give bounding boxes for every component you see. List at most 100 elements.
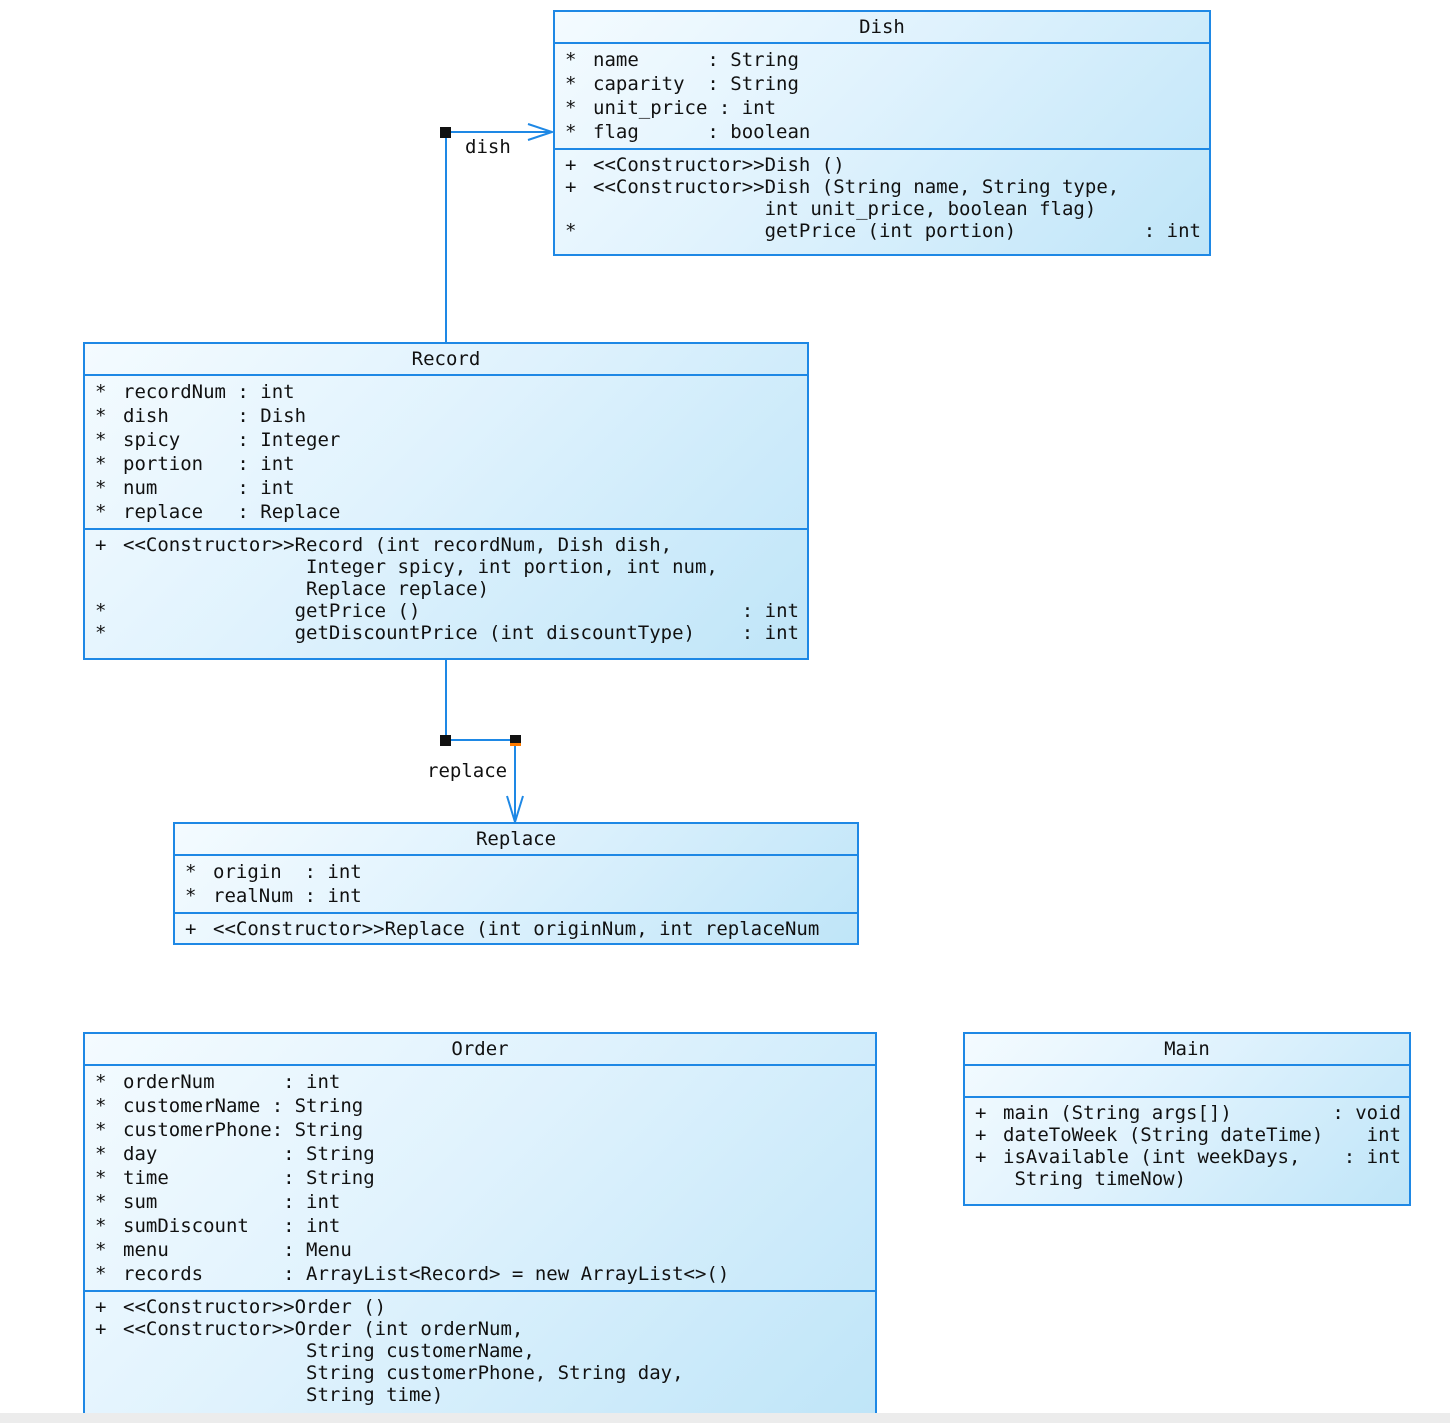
operation-row[interactable]: * getPrice (int portion): int [565,220,1201,242]
operation-body: isAvailable (int weekDays, String timeNo… [1003,1146,1401,1190]
visibility-marker: * [565,97,577,119]
attribute-name: menu [123,1239,272,1261]
attribute-name: sum [123,1191,272,1213]
operation-row[interactable]: +<<Constructor>>Order () [95,1296,867,1318]
selection-handle[interactable] [440,127,451,138]
attribute-name: replace [123,501,226,523]
visibility-marker: * [185,861,197,883]
operations-section: +main (String args[]): void+dateToWeek (… [965,1098,1409,1194]
class-dish[interactable]: Dish *name : String*caparity : String*un… [553,10,1211,256]
operation-row[interactable]: + <<Constructor>>Dish () [565,154,1201,176]
operation-return-type: int [1366,1124,1401,1146]
attribute-row[interactable]: *dish : Dish [95,404,799,428]
attribute-name: num [123,477,226,499]
class-order[interactable]: Order *orderNum : int*customerName : Str… [83,1032,877,1417]
attribute-row[interactable]: *caparity : String [565,72,1201,96]
visibility-marker: * [95,1143,107,1165]
attribute-type: : int [293,885,362,907]
attribute-row[interactable]: * replace : Replace [95,500,799,524]
class-replace[interactable]: Replace *origin : int*realNum : int + <<C… [173,822,859,945]
class-name: Replace [175,824,857,856]
attributes-section: *origin : int*realNum : int [175,856,857,914]
attribute-row[interactable]: *flag : boolean [565,120,1201,144]
operation-return-type: : int [1343,1146,1401,1168]
operation-row[interactable]: +<<Constructor>>Order (int orderNum, Str… [95,1318,867,1406]
attribute-type: : int [225,477,295,499]
operation-body: <<Constructor>>Dish (String name, String… [593,176,1201,220]
attribute-name: flag [593,121,708,143]
attribute-row[interactable]: *customerPhone: String [95,1118,867,1142]
attribute-row[interactable]: *portion : int [95,452,799,476]
attribute-row[interactable]: *recordNum : int [95,380,799,404]
attribute-row[interactable]: *menu : Menu [95,1238,867,1262]
attribute-type: : Replace [225,501,341,523]
attribute-type: : Integer [225,429,341,451]
dish-association-label: dish [465,136,511,158]
attribute-row[interactable]: * customerName : String [95,1094,867,1118]
attribute-name: customerName [123,1095,272,1117]
visibility-marker: * [95,1167,107,1189]
operation-row[interactable]: +<<Constructor>>Dish (String name, Strin… [565,176,1201,220]
dish-association-arrowhead [527,123,556,141]
visibility-marker: * [95,501,107,523]
operation-row[interactable]: + isAvailable (int weekDays, String timeN… [975,1146,1401,1190]
selection-handle[interactable] [510,735,521,746]
operation-row[interactable]: * getDiscountPrice (int discountType): i… [95,622,799,644]
operation-body: <<Constructor>>Order (int orderNum, Stri… [123,1318,867,1406]
visibility-marker: * [95,1191,107,1213]
visibility-marker: + [565,154,577,176]
selection-handle[interactable] [440,735,451,746]
attribute-type: : int [225,381,295,403]
visibility-marker: + [975,1102,987,1124]
attribute-name: sumDiscount [123,1215,272,1237]
operation-signature: getPrice () [123,600,421,622]
operation-signature: <<Constructor>>Replace (int originNum, i… [213,918,820,940]
attribute-row[interactable]: *records : ArrayList<Record> = new Array… [95,1262,867,1286]
attribute-name: day [123,1143,272,1165]
dish-association-line [445,131,552,343]
visibility-marker: * [95,1119,107,1141]
attribute-row[interactable]: *realNum : int [185,884,849,908]
attribute-row[interactable]: *origin : int [185,860,849,884]
attribute-type: : ArrayList<Record> = new ArrayList<>() [271,1263,730,1285]
attribute-row[interactable]: *spicy : Integer [95,428,799,452]
attribute-type: : int [225,453,295,475]
operation-body: <<Constructor>>Dish () [593,154,1201,176]
attribute-type: : String [271,1095,364,1117]
attribute-name: caparity [593,73,708,95]
attribute-row[interactable]: * day : String [95,1142,867,1166]
attributes-section: *orderNum : int*customerName : String*cu… [85,1066,875,1292]
attribute-row[interactable]: *orderNum : int [95,1070,867,1094]
attribute-type: : String [271,1143,375,1165]
operation-signature: <<Constructor>>Dish () [593,154,845,176]
visibility-marker: + [975,1146,987,1168]
attribute-row[interactable]: *sum : int [95,1190,867,1214]
operation-signature: getDiscountPrice (int discountType) [123,622,695,644]
attribute-row[interactable]: * num : int [95,476,799,500]
operation-row[interactable]: + <<Constructor>>Replace (int originNum, … [185,918,849,940]
attribute-row[interactable]: *unit_price : int [565,96,1201,120]
visibility-marker: * [95,1095,107,1117]
attribute-name: orderNum [123,1071,272,1093]
visibility-marker: * [95,600,107,622]
operation-row[interactable]: +<<Constructor>>Record (int recordNum, D… [95,534,799,600]
operation-signature: <<Constructor>>Order () [123,1296,387,1318]
attribute-row[interactable]: *sumDiscount : int [95,1214,867,1238]
attribute-name: spicy [123,429,226,451]
attribute-name: records [123,1263,272,1285]
class-main[interactable]: Main +main (String args[]): void+dateToW… [963,1032,1411,1206]
operations-section: +<<Constructor>>Order ()+<<Constructor>>… [85,1292,875,1410]
attribute-row[interactable]: * time : String [95,1166,867,1190]
visibility-marker: * [95,477,107,499]
operation-row[interactable]: +dateToWeek (String dateTime)int [975,1124,1401,1146]
visibility-marker: + [185,918,197,940]
operation-row[interactable]: +main (String args[]): void [975,1102,1401,1124]
visibility-marker: * [185,885,197,907]
replace-association-label: replace [427,760,508,782]
attribute-name: time [123,1167,272,1189]
attributes-section: *name : String*caparity : String*unit_pr… [555,44,1209,150]
attribute-type: : String [271,1167,375,1189]
class-record[interactable]: Record *recordNum : int*dish : Dish*spic… [83,342,809,660]
operation-row[interactable]: * getPrice (): int [95,600,799,622]
attribute-row[interactable]: *name : String [565,48,1201,72]
